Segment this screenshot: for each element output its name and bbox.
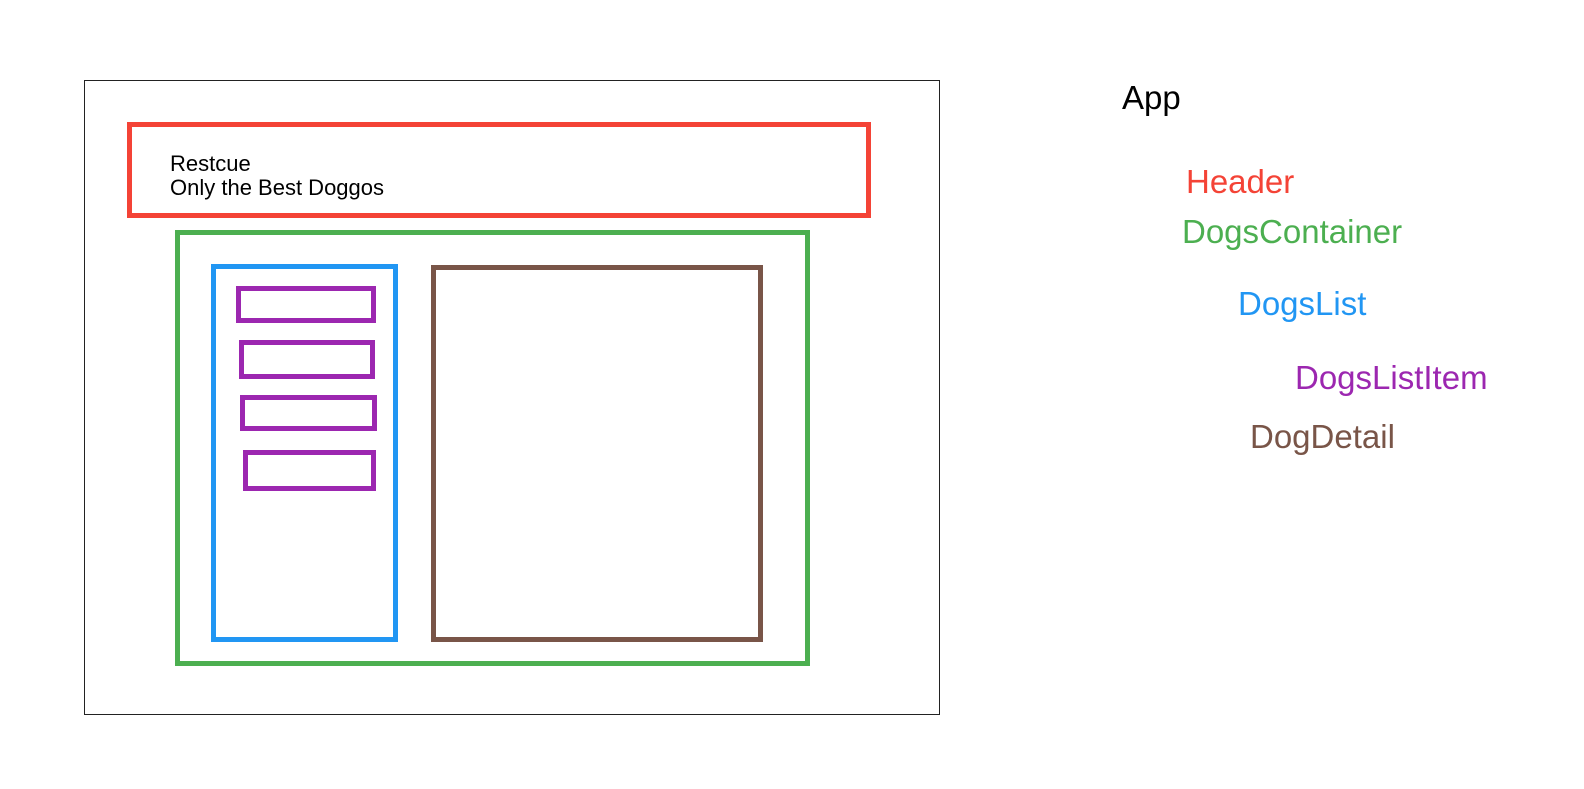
app-frame bbox=[84, 80, 940, 715]
dogs-list-box bbox=[211, 264, 398, 642]
dogs-list-item-box bbox=[243, 450, 376, 491]
legend-app: App bbox=[1122, 79, 1181, 116]
legend-dogs-list-item: DogsListItem bbox=[1295, 359, 1488, 396]
header-box: Restcue Only the Best Doggos bbox=[127, 122, 871, 218]
legend-dogs-container: DogsContainer bbox=[1182, 213, 1403, 250]
legend-dogs-list: DogsList bbox=[1238, 285, 1367, 322]
header-title: Restcue bbox=[170, 151, 251, 176]
dogs-list-item-box bbox=[240, 395, 377, 431]
legend-dog-detail: DogDetail bbox=[1250, 418, 1395, 455]
dogs-container-box bbox=[175, 230, 810, 666]
dogs-list-item-box bbox=[236, 286, 376, 323]
dogs-list-item-box bbox=[239, 340, 375, 379]
header-subtitle: Only the Best Doggos bbox=[170, 175, 385, 200]
legend-header: Header bbox=[1186, 163, 1295, 200]
dog-detail-box bbox=[431, 265, 763, 642]
